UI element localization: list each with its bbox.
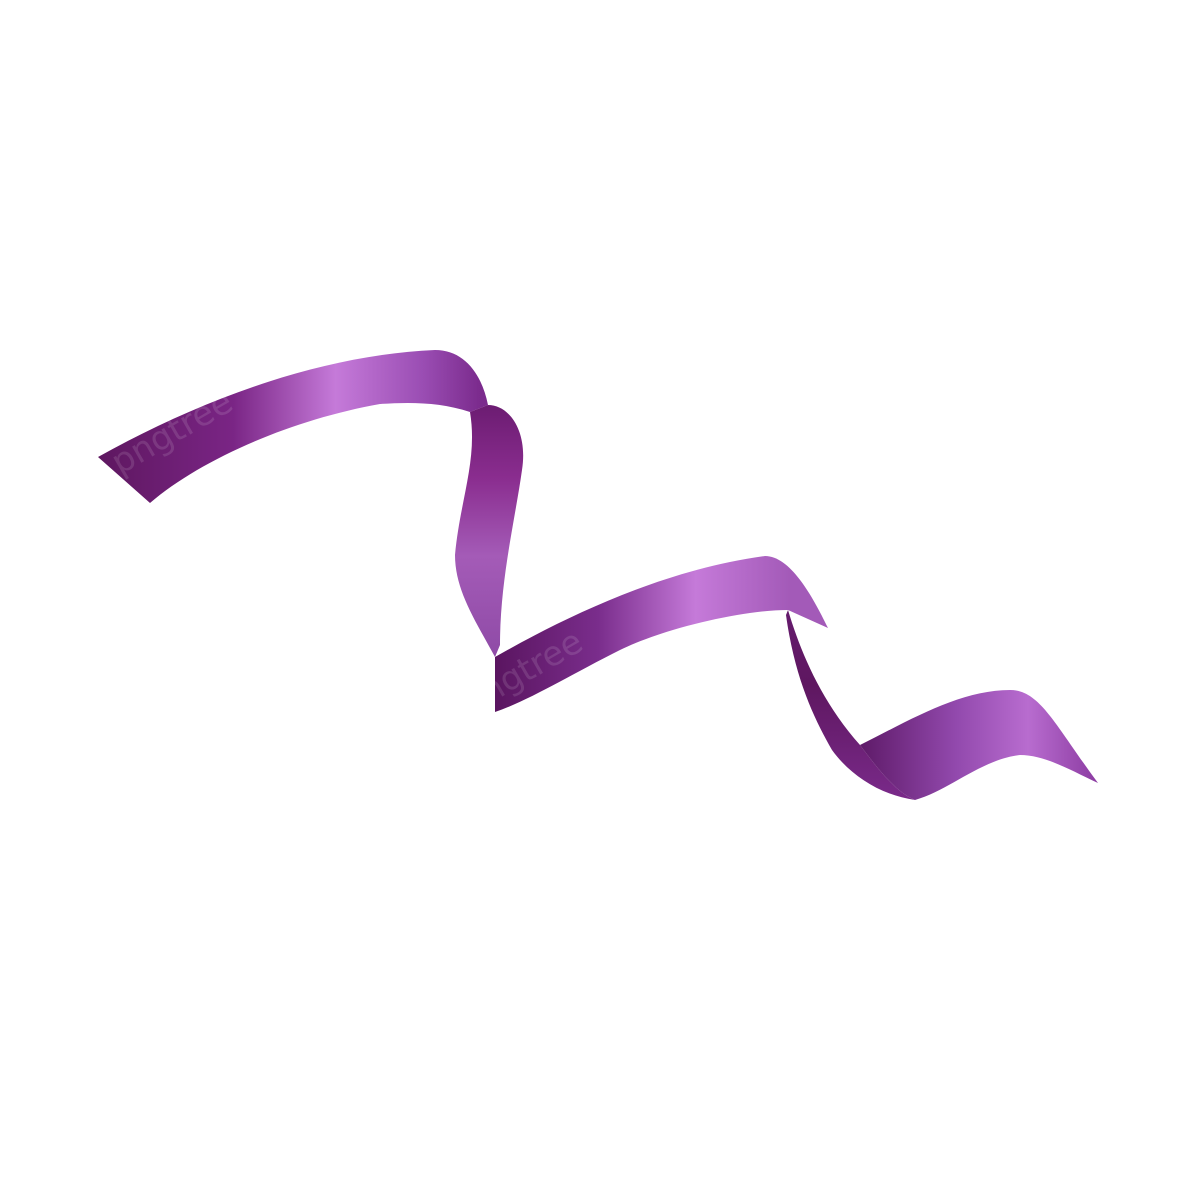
- ribbon-segment-descent: [455, 405, 524, 657]
- ribbon-segment-tail: [860, 690, 1098, 800]
- ribbon-segment-top: [98, 350, 488, 503]
- ribbon-segment-fall: [786, 610, 915, 800]
- ribbon-segment-middle: [495, 556, 828, 712]
